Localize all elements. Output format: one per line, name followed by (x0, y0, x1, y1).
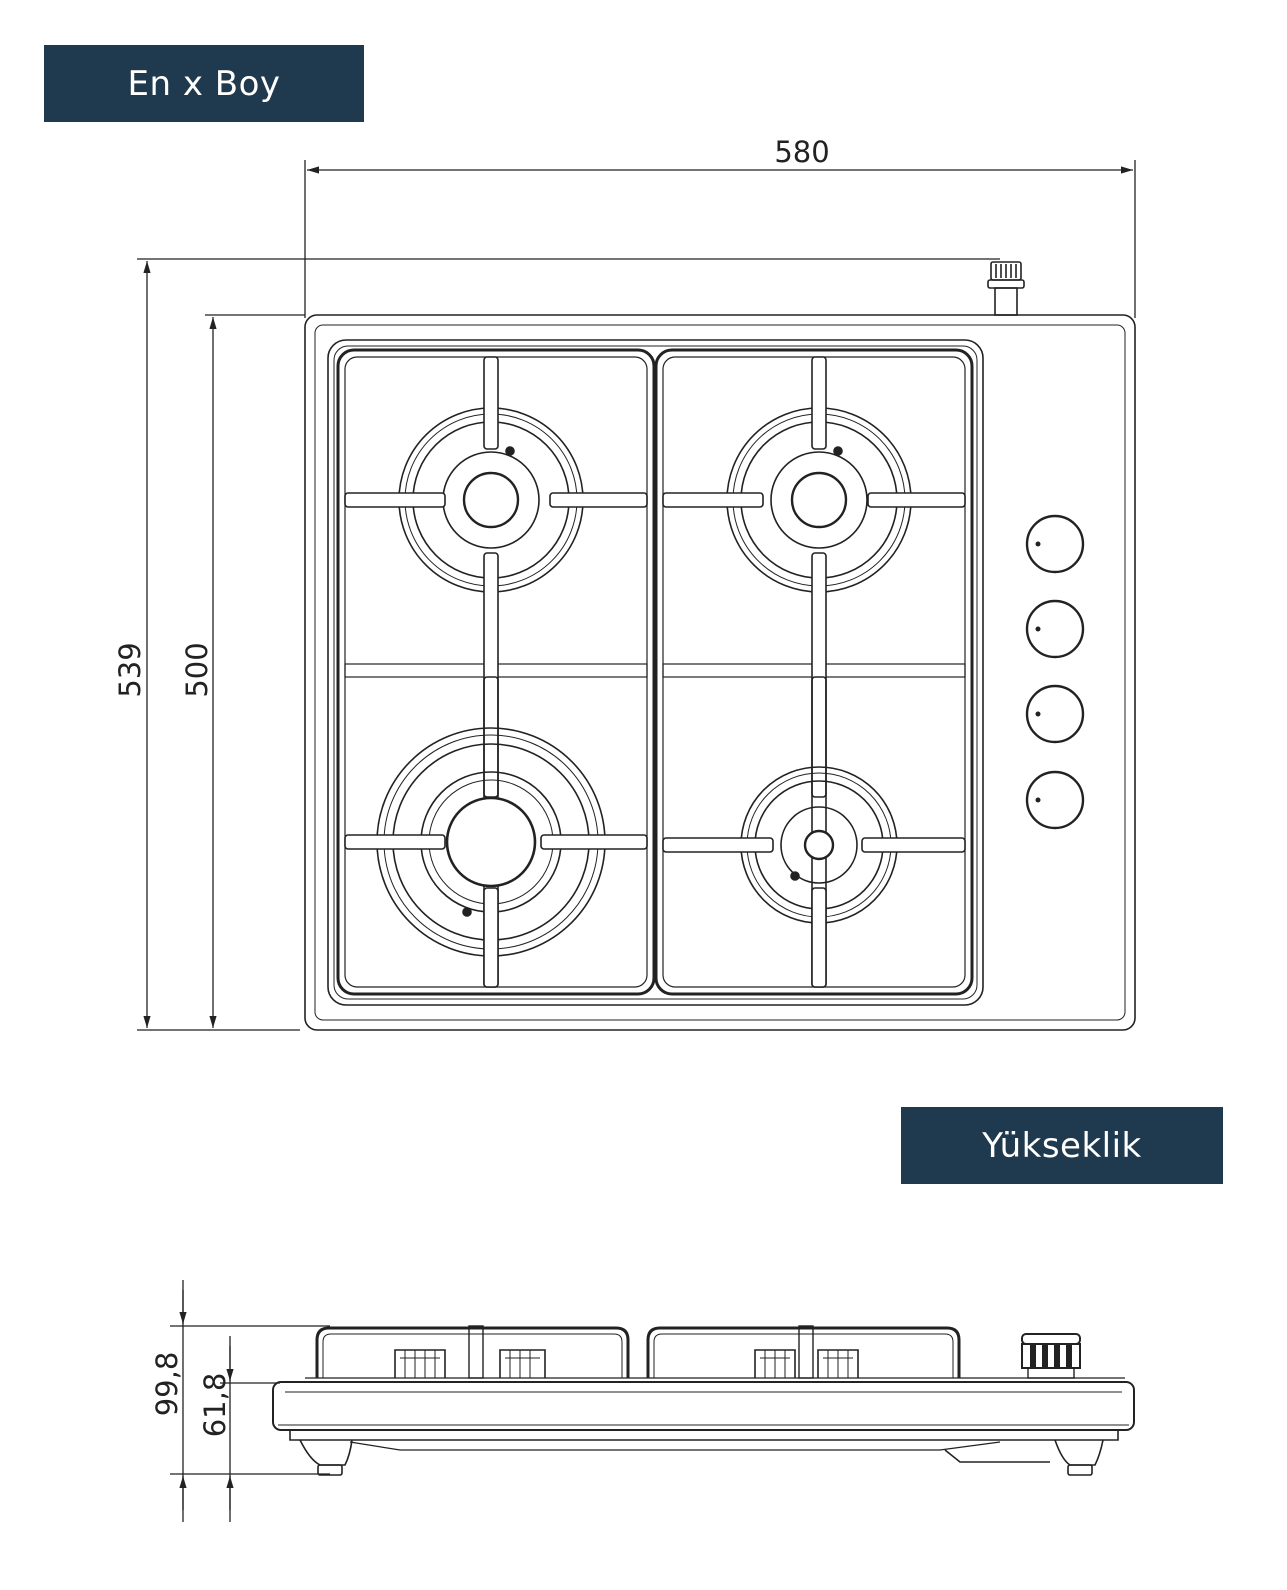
width-dimension (304, 160, 1136, 318)
hob-top-view (304, 261, 1136, 1031)
height-total-dimension-value: 99,8 (150, 1352, 184, 1417)
height-body-dimension (220, 1336, 280, 1522)
depth-body-dimension-value: 500 (180, 642, 214, 697)
depth-body-dimension (205, 314, 305, 1028)
side-knob (1021, 1333, 1081, 1379)
knob-3 (1025, 684, 1085, 744)
burner-bottom-right (662, 676, 966, 988)
foot-left (299, 1439, 353, 1476)
depth-total-dimension-value: 539 (113, 642, 147, 697)
knob-2 (1025, 599, 1085, 659)
height-body-dimension-value: 61,8 (198, 1373, 232, 1438)
burner-bottom-left (344, 676, 648, 988)
depth-total-dimension (137, 258, 1000, 1031)
control-knobs (1025, 514, 1085, 830)
knob-4 (1025, 770, 1085, 830)
hob-side-view (272, 1325, 1135, 1476)
plan-view-label: En x Boy (44, 45, 364, 122)
foot-right (1054, 1439, 1104, 1476)
side-pan-support-right (646, 1325, 961, 1379)
knob-1 (1025, 514, 1085, 574)
side-pan-support-left (315, 1325, 630, 1379)
height-total-dimension (170, 1280, 330, 1522)
side-view-label: Yükseklik (901, 1107, 1223, 1184)
gas-connector (987, 261, 1025, 316)
width-dimension-value: 580 (774, 135, 829, 169)
